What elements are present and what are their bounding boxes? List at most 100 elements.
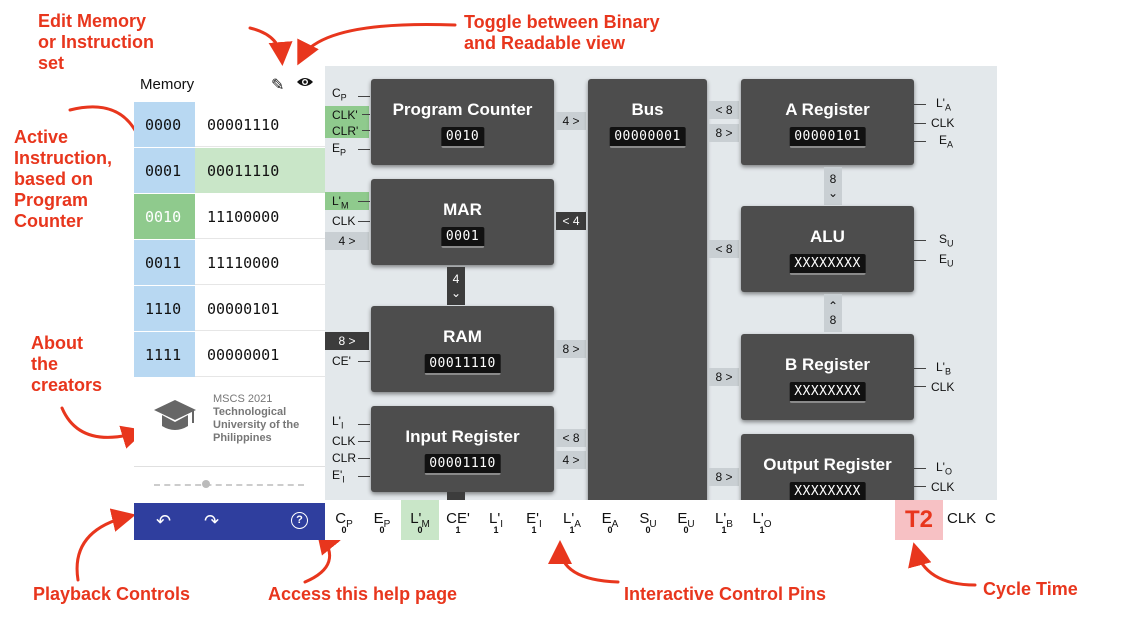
creators-line: Technological (213, 406, 287, 418)
memory-value[interactable]: 00001110 (207, 115, 280, 134)
memory-address: 0000 (134, 102, 195, 147)
pin-clr[interactable]: CLR (332, 451, 357, 465)
pin-value: 1 (531, 525, 537, 535)
control-pin-ep[interactable]: EP 0 (363, 500, 401, 540)
output-register-block[interactable]: Output Register XXXXXXXX (741, 434, 914, 500)
playback-slider-track[interactable] (154, 484, 304, 486)
help-icon[interactable]: ? (291, 512, 308, 529)
creators-line: MSCS 2021 (213, 393, 273, 405)
creators-line: Philippines (213, 432, 272, 444)
connector-a-alu: 8⌄ (824, 167, 842, 205)
pin-li[interactable]: L'I (332, 414, 344, 431)
pin-clr-prime[interactable]: CLR' (332, 124, 359, 138)
memory-value[interactable]: 11100000 (207, 207, 280, 226)
pin-clk[interactable]: CLK (931, 116, 955, 130)
pencil-icon[interactable]: ✎ (271, 77, 285, 94)
pin-subscript: I (500, 519, 503, 530)
memory-row[interactable]: 0000 00001110 (134, 102, 325, 147)
control-pin-la[interactable]: L'A 1 (553, 500, 591, 540)
pin-ea[interactable]: EA (939, 133, 954, 150)
control-pin-ea[interactable]: EA 0 (591, 500, 629, 540)
memory-row-active[interactable]: 0010 11100000 (134, 194, 325, 239)
block-title: Bus (631, 100, 664, 119)
pin-clk[interactable]: CLK (931, 380, 955, 394)
pin-ce-prime[interactable]: CE' (332, 354, 351, 368)
creators-link[interactable]: MSCS 2021 Technological University of th… (134, 376, 325, 466)
memory-row[interactable]: 0001 00011110 (134, 148, 325, 193)
annotation-toggle: Toggle between Binary and Readable view (464, 12, 660, 54)
memory-value[interactable]: 00011110 (195, 148, 325, 193)
a-register-block[interactable]: A Register 00000101 (741, 79, 914, 165)
input-register-block[interactable]: Input Register 00001110 (371, 406, 554, 492)
bus-block[interactable]: Bus 00000001 (588, 79, 707, 500)
annotation-text: About (31, 333, 83, 353)
pin-lb[interactable]: L'B (936, 360, 951, 377)
control-pin-lb[interactable]: L'B 1 (705, 500, 743, 540)
ram-block[interactable]: RAM 00011110 (371, 306, 554, 392)
annotation-text: and Readable view (464, 33, 626, 53)
connector-alu-bus: < 8 (709, 240, 739, 258)
pin-line (358, 201, 370, 202)
playback-slider-thumb[interactable] (202, 480, 210, 488)
pin-line (362, 130, 370, 131)
memory-row[interactable]: 1110 00000101 (134, 286, 325, 331)
redo-icon[interactable]: ↷ (204, 511, 220, 531)
pin-clk[interactable]: CLK (332, 214, 356, 228)
pin-lo[interactable]: L'O (936, 460, 952, 477)
annotation-text: Counter (14, 211, 83, 231)
pin-value: 0 (645, 525, 651, 535)
block-value: XXXXXXXX (789, 382, 866, 403)
control-pin-li[interactable]: L'I 1 (477, 500, 515, 540)
undo-icon[interactable]: ↶ (156, 511, 172, 531)
memory-value[interactable]: 11110000 (207, 253, 280, 272)
pin-eu[interactable]: EU (939, 252, 954, 269)
pin-clk[interactable]: CLK (332, 434, 356, 448)
control-pin-eu[interactable]: EU 0 (667, 500, 705, 540)
pin-clk[interactable]: CLK (931, 480, 955, 494)
pin-ei[interactable]: E'I (332, 468, 345, 485)
control-pin-ce[interactable]: CE' 1 (439, 500, 477, 540)
pin-cp[interactable]: CP (332, 86, 347, 103)
graduation-cap-icon (154, 400, 196, 430)
block-value: 0010 (440, 127, 485, 148)
control-pin-ei[interactable]: E'I 1 (515, 500, 553, 540)
annotation-active: Active Instruction, based on Program Cou… (14, 127, 112, 232)
eye-icon[interactable] (296, 74, 314, 95)
pin-value: 1 (455, 525, 461, 535)
memory-value[interactable]: 00000101 (207, 299, 280, 318)
connector-ram-bus: 8 > (556, 340, 586, 358)
control-pin-cp[interactable]: CP 0 (325, 500, 363, 540)
memory-header: Memory ✎ (134, 66, 325, 102)
pin-value: 0 (341, 525, 347, 535)
memory-value[interactable]: 00000001 (207, 345, 280, 364)
control-pin-lm[interactable]: L'M 0 (401, 500, 439, 540)
annotation-help: Access this help page (268, 584, 458, 604)
alu-block[interactable]: ALU XXXXXXXX (741, 206, 914, 292)
annotation-cycle: Cycle Time (983, 579, 1078, 599)
pin-ep[interactable]: EP (332, 141, 347, 158)
control-pin-su[interactable]: SU 0 (629, 500, 667, 540)
b-register-block[interactable]: B Register XXXXXXXX (741, 334, 914, 420)
pin-lm[interactable]: L'M (332, 194, 349, 211)
pin-subscript: M (421, 519, 430, 530)
cycle-time-badge: T2 (895, 500, 943, 540)
memory-row[interactable]: 1111 00000001 (134, 332, 325, 377)
block-title: ALU (810, 227, 845, 246)
control-pin-lo[interactable]: L'O 1 (743, 500, 781, 540)
pin-name: L' (752, 510, 764, 527)
block-title: Program Counter (392, 100, 533, 119)
program-counter-block[interactable]: Program Counter 0010 (371, 79, 554, 165)
pin-clk-prime[interactable]: CLK' (332, 108, 358, 122)
memory-row[interactable]: 0011 11110000 (134, 240, 325, 285)
pin-name: C (335, 510, 347, 527)
clk-button[interactable]: CLK (947, 510, 977, 527)
pin-su[interactable]: SU (939, 232, 954, 249)
pin-subscript: A (611, 519, 619, 530)
pin-la[interactable]: L'A (936, 96, 951, 113)
mar-block[interactable]: MAR 0001 (371, 179, 554, 265)
annotation-text: the (31, 354, 58, 374)
annotation-pins: Interactive Control Pins (624, 584, 827, 604)
connector-mar-in: 4 > (325, 232, 369, 250)
clk-c-label[interactable]: C (985, 510, 996, 527)
